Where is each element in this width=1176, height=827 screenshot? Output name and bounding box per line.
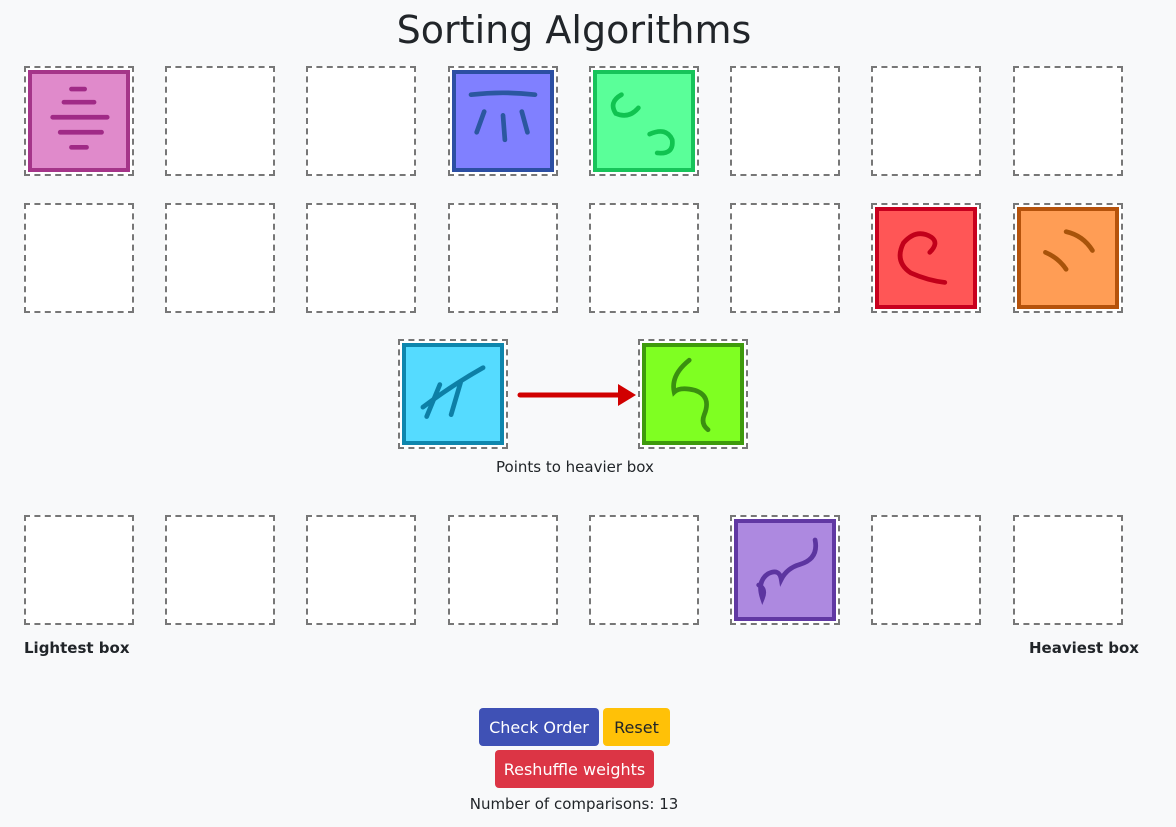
pool-slot-6[interactable] <box>730 66 840 176</box>
weight-box-lime[interactable] <box>642 343 744 445</box>
result-slot-5[interactable] <box>589 515 699 625</box>
result-slot-6[interactable] <box>730 515 840 625</box>
weight-box-purple[interactable] <box>734 519 836 621</box>
pool-slot-9[interactable] <box>24 203 134 313</box>
pool-slot-15[interactable] <box>871 203 981 313</box>
weight-box-red[interactable] <box>875 207 977 309</box>
squiggle-glyph-icon <box>671 357 711 433</box>
pool-slot-14[interactable] <box>730 203 840 313</box>
weight-box-mint[interactable] <box>593 70 695 172</box>
heaviest-label: Heaviest box <box>1029 639 1139 657</box>
roof-glyph-icon <box>468 90 538 143</box>
compare-slot-right[interactable] <box>638 339 748 449</box>
result-slot-4[interactable] <box>448 515 558 625</box>
result-slot-2[interactable] <box>165 515 275 625</box>
lines-glyph-icon <box>50 86 110 150</box>
result-slot-8[interactable] <box>1013 515 1123 625</box>
pool-slot-16[interactable] <box>1013 203 1123 313</box>
reshuffle-weights-button[interactable]: Reshuffle weights <box>495 750 654 788</box>
pool-slot-1[interactable] <box>24 66 134 176</box>
wave-glyph-icon <box>756 537 819 606</box>
page-title: Sorting Algorithms <box>396 8 752 52</box>
weight-box-orange[interactable] <box>1017 207 1119 309</box>
pool-slot-5[interactable] <box>589 66 699 176</box>
curls-glyph-icon <box>610 92 675 156</box>
hash-glyph-icon <box>420 365 486 419</box>
pool-slot-7[interactable] <box>871 66 981 176</box>
lightest-label: Lightest box <box>24 639 130 657</box>
pool-slot-13[interactable] <box>589 203 699 313</box>
weight-box-blue[interactable] <box>452 70 554 172</box>
pool-slot-8[interactable] <box>1013 66 1123 176</box>
weight-box-pink[interactable] <box>28 70 130 172</box>
result-slot-7[interactable] <box>871 515 981 625</box>
compare-slot-left[interactable] <box>398 339 508 449</box>
result-slot-3[interactable] <box>306 515 416 625</box>
pool-slot-10[interactable] <box>165 203 275 313</box>
arcs-glyph-icon <box>1043 229 1095 272</box>
result-slot-1[interactable] <box>24 515 134 625</box>
pool-slot-4[interactable] <box>448 66 558 176</box>
pool-slot-3[interactable] <box>306 66 416 176</box>
reset-button[interactable]: Reset <box>603 708 670 746</box>
compare-caption: Points to heavier box <box>496 458 654 476</box>
spiral-glyph-icon <box>897 231 948 285</box>
pool-slot-11[interactable] <box>306 203 416 313</box>
heavier-arrow-icon <box>517 384 636 406</box>
weight-box-cyan[interactable] <box>402 343 504 445</box>
check-order-button[interactable]: Check Order <box>479 708 599 746</box>
pool-slot-12[interactable] <box>448 203 558 313</box>
comparison-counter: Number of comparisons: 13 <box>469 795 679 813</box>
pool-slot-2[interactable] <box>165 66 275 176</box>
